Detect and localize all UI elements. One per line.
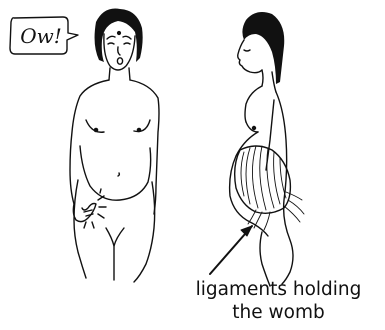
caption-line-2: the womb [172, 301, 385, 324]
woman-side-figure [230, 12, 304, 286]
speech-bubble-text: Ow! [13, 21, 69, 51]
caption-label: ligaments holding the womb [172, 278, 385, 324]
caption-line-1: ligaments holding [172, 278, 385, 301]
pointer-arrow [210, 226, 252, 274]
woman-front-figure [70, 9, 159, 282]
